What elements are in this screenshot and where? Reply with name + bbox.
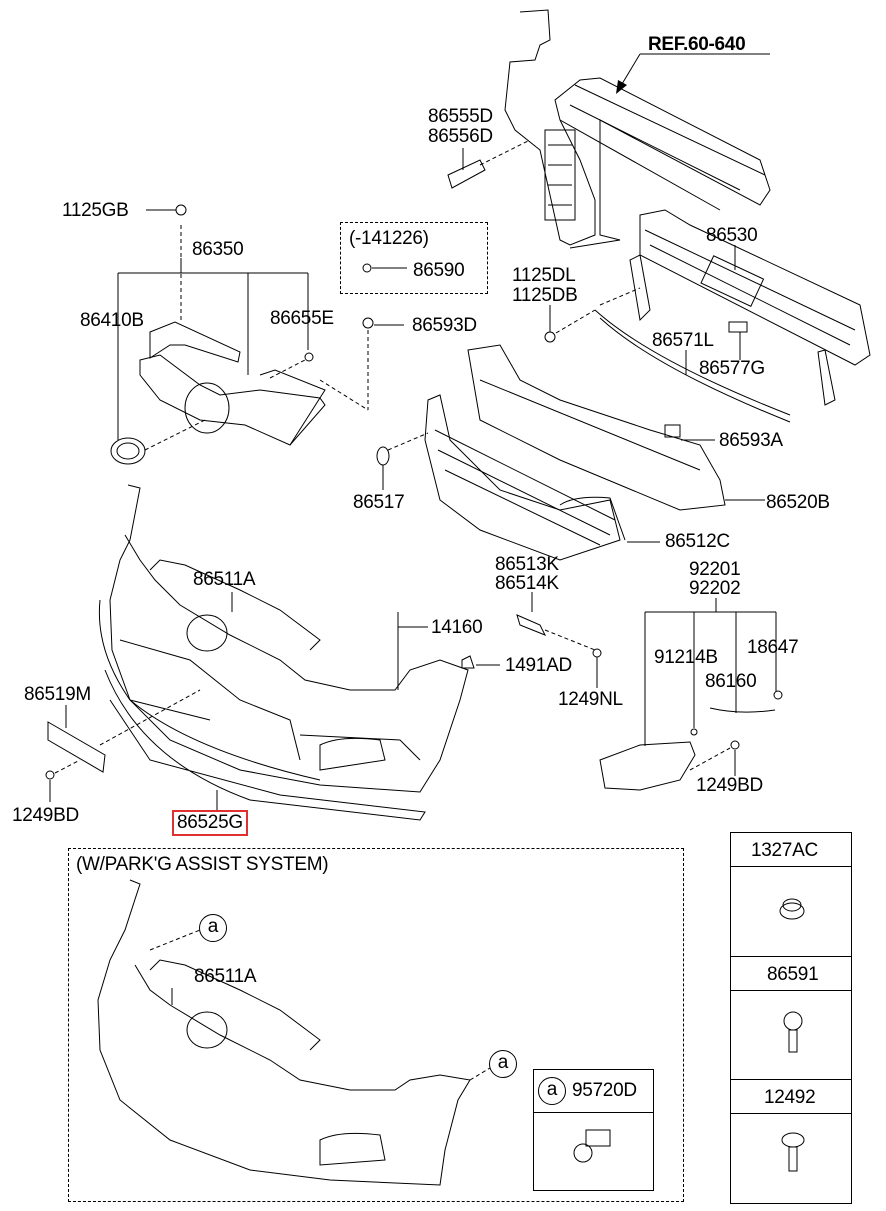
fastener-part-label[interactable]: 86591	[767, 964, 819, 985]
variant-box-141226: (-141226) 86590	[340, 222, 488, 294]
variant-date-label: (-141226)	[349, 228, 429, 249]
part-label[interactable]: 92201	[689, 559, 741, 580]
part-label[interactable]: 1125GB	[62, 200, 129, 221]
bolt-1125DL	[544, 305, 596, 343]
parking-assist-inset: (W/PARK'G ASSIST SYSTEM) 86511A a a a 95…	[68, 848, 684, 1202]
part-label[interactable]: 1125DB	[512, 285, 578, 306]
part-label[interactable]: 95720D	[572, 1080, 637, 1101]
sensor-box-header: a 95720D	[534, 1070, 653, 1113]
part-label[interactable]: 1491AD	[505, 655, 572, 676]
part-label[interactable]: 1125DL	[512, 265, 576, 286]
part-label[interactable]: 86350	[192, 239, 244, 260]
tapping-screw-icon	[781, 1133, 801, 1163]
foam-absorber-86520B	[467, 344, 765, 511]
part-label[interactable]: 86512C	[665, 531, 730, 552]
part-label[interactable]: 1249BD	[12, 805, 79, 826]
part-label[interactable]: 86519M	[24, 684, 91, 705]
callout-marker-a: a	[199, 914, 227, 942]
radiator-grille-86350	[117, 204, 326, 446]
parking-sensor-95720D	[573, 1129, 611, 1163]
radiator-support-panel	[504, 9, 771, 249]
lower-grille-86512C	[424, 394, 660, 561]
fastener-icons	[779, 898, 805, 1172]
clip-86593D	[319, 317, 404, 411]
part-label[interactable]: 18647	[747, 637, 799, 658]
fastener-row-header: 86591	[731, 956, 851, 991]
part-label[interactable]: 86511A	[193, 569, 256, 590]
bumper-beam-86530	[629, 209, 871, 406]
clip-86590	[362, 263, 407, 273]
callout-marker-a: a	[489, 1050, 517, 1078]
flange-nut-icon	[781, 898, 801, 918]
part-label[interactable]: 14160	[431, 617, 483, 638]
part-label[interactable]: 1249BD	[696, 775, 763, 796]
inset-bumper-cover	[97, 879, 491, 1186]
emblem-86410B	[110, 419, 206, 465]
part-label[interactable]: 86517	[353, 492, 405, 513]
part-label[interactable]: 86530	[706, 225, 758, 246]
highlighted-part-label[interactable]: 86525G	[172, 810, 248, 836]
part-label[interactable]: 86571L	[652, 330, 714, 351]
part-label[interactable]: 86556D	[428, 126, 493, 147]
washer-screw-icon	[781, 1013, 801, 1043]
ref-label: REF.60-640	[648, 34, 746, 55]
part-label[interactable]: 86520B	[766, 492, 830, 513]
bracket-86555D	[447, 139, 531, 189]
sensor-marker-a: a	[538, 1077, 566, 1105]
part-label[interactable]: 92202	[689, 578, 741, 599]
fastener-row-header: 12492	[731, 1079, 851, 1114]
part-label[interactable]: 86593A	[719, 430, 783, 451]
part-label[interactable]: 86590	[413, 260, 465, 281]
absorber-86571L	[594, 287, 791, 423]
fastener-part-label[interactable]: 1327AC	[751, 840, 818, 861]
part-label[interactable]: 86513K	[495, 554, 559, 575]
part-label[interactable]: 91214B	[654, 647, 718, 668]
part-label[interactable]: 86410B	[80, 310, 144, 331]
fog-lamp-92201	[599, 598, 783, 791]
part-label[interactable]: 86655E	[270, 308, 334, 329]
fastener-part-label[interactable]: 12492	[764, 1087, 816, 1108]
plate-bracket-86519M	[45, 689, 201, 802]
ref-arrow	[616, 53, 770, 94]
bumper-cover-86511A	[98, 484, 469, 821]
fastener-table: 1327AC 86591 12492	[730, 832, 852, 1204]
part-label[interactable]: 86511A	[194, 966, 257, 987]
part-label[interactable]: 86514K	[495, 573, 559, 594]
inset-title: (W/PARK'G ASSIST SYSTEM)	[76, 854, 329, 875]
clip-86517	[376, 432, 429, 490]
part-label[interactable]: 86555D	[428, 106, 493, 127]
part-label[interactable]: 86593D	[412, 315, 477, 336]
part-label[interactable]: 86160	[705, 671, 757, 692]
part-label[interactable]: 1249NL	[558, 689, 623, 710]
fastener-row-header: 1327AC	[731, 833, 851, 867]
sensor-box-95720D: a 95720D	[533, 1069, 654, 1191]
cover-86513K	[516, 592, 602, 688]
bumper-leads	[216, 625, 500, 810]
part-label[interactable]: 86577G	[699, 358, 765, 379]
